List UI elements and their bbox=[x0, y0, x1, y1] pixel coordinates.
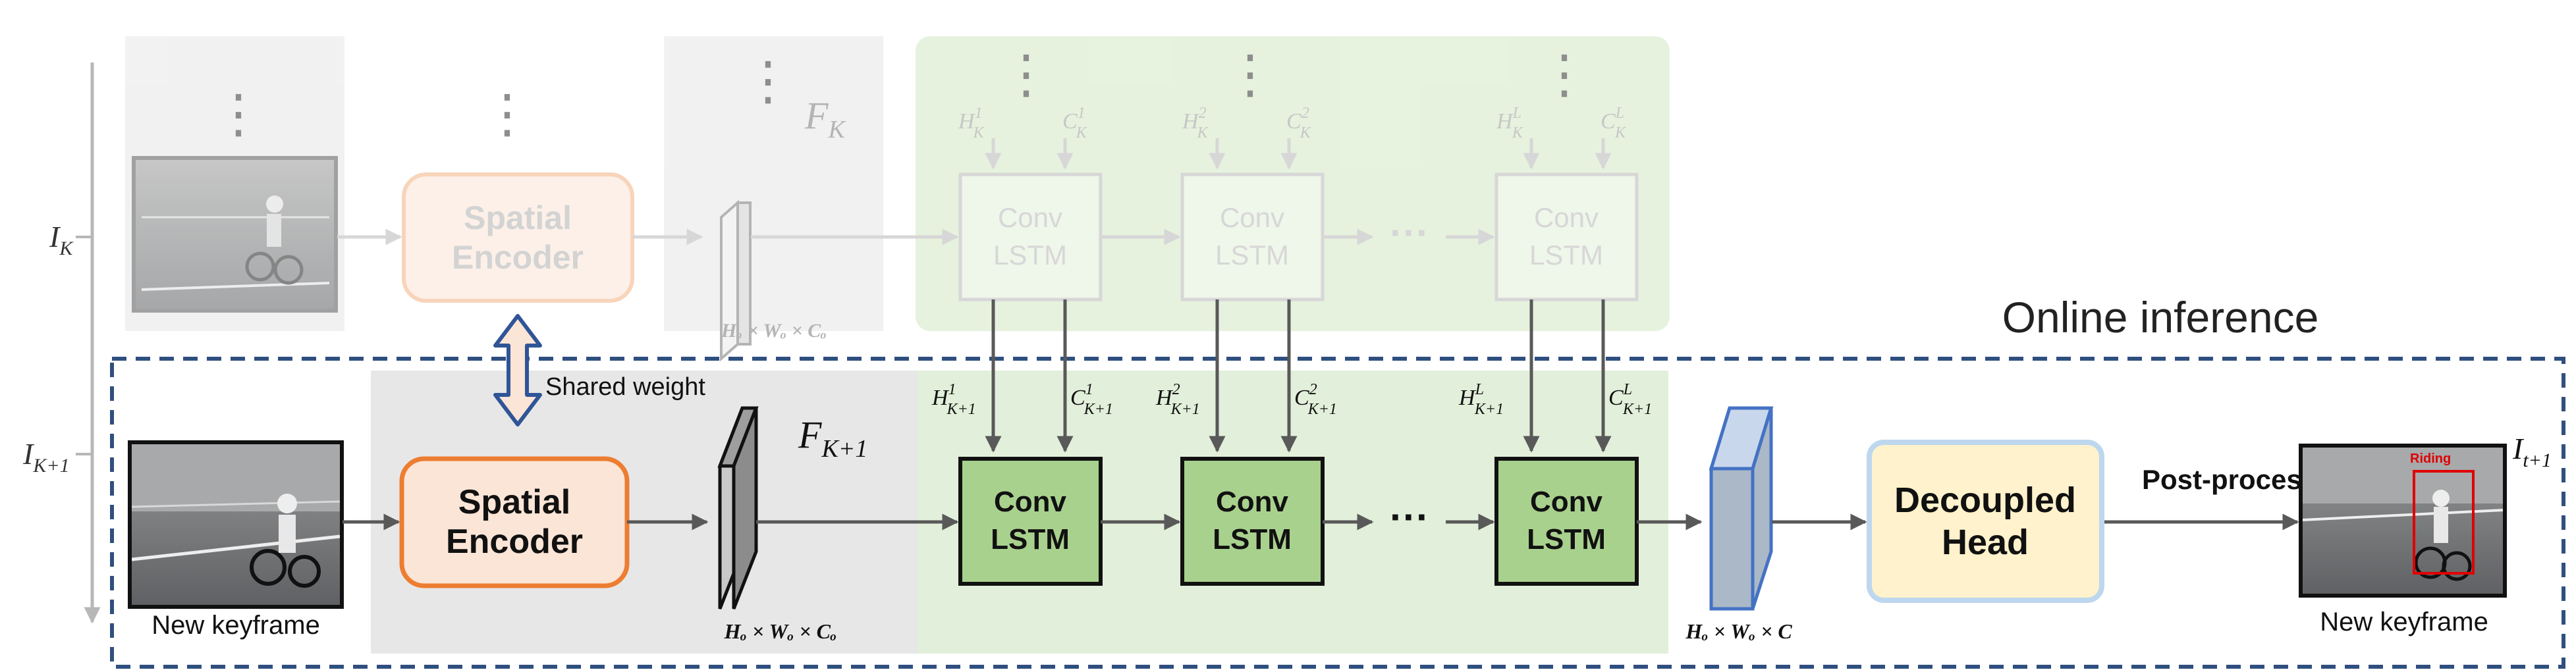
output-feature-map bbox=[1709, 406, 1774, 611]
svg-text:Conv: Conv bbox=[1220, 202, 1284, 233]
prev-ellipsis-1: ⋮ bbox=[212, 84, 265, 143]
svg-text:LSTM: LSTM bbox=[991, 523, 1070, 556]
spatial-encoder-line2: Encoder bbox=[446, 523, 583, 561]
feature-label: FK+1 bbox=[798, 413, 867, 463]
prev-frame-image bbox=[132, 156, 338, 313]
lstm-ellipsis: ··· bbox=[1390, 495, 1429, 539]
svg-text:LSTM: LSTM bbox=[1215, 240, 1289, 271]
shared-weight-arrow bbox=[493, 314, 542, 426]
new-keyframe-left-label: New keyframe bbox=[151, 611, 320, 640]
svg-text:Conv: Conv bbox=[1530, 486, 1603, 518]
prev-lstm-ellipsis: ··· bbox=[1390, 211, 1429, 255]
convlstm-layer-l: Conv LSTM bbox=[1494, 457, 1639, 586]
convlstm-layer-1: Conv LSTM bbox=[958, 457, 1103, 586]
svg-text:LSTM: LSTM bbox=[1527, 523, 1606, 556]
new-keyframe-right-label: New keyframe bbox=[2320, 607, 2488, 636]
post-process-label: Post-process bbox=[2142, 464, 2317, 495]
prev-lstm-1: Conv LSTM bbox=[958, 172, 1103, 301]
convlstm-layer-2: Conv LSTM bbox=[1180, 457, 1325, 586]
prev-ellipsis-6: ⋮ bbox=[1538, 45, 1591, 103]
detection-box bbox=[2413, 470, 2475, 575]
frame-label-prev: IK bbox=[49, 220, 74, 259]
svg-text:Conv: Conv bbox=[1216, 486, 1289, 518]
spatial-encoder-line1: Spatial bbox=[458, 483, 571, 521]
state-propagation-arrows bbox=[985, 299, 1612, 453]
prev-ellipsis-3: ⋮ bbox=[742, 51, 794, 110]
decoupled-head-line1: Decoupled bbox=[1894, 480, 2076, 520]
prev-spatial-encoder-line1: Spatial bbox=[464, 199, 572, 236]
svg-text:LSTM: LSTM bbox=[1213, 523, 1292, 556]
prev-spatial-encoder-box bbox=[402, 172, 634, 303]
prev-lstm-l: Conv LSTM bbox=[1494, 172, 1639, 301]
prev-ellipsis-5: ⋮ bbox=[1224, 45, 1276, 103]
prev-feature-panel bbox=[664, 36, 883, 331]
detection-label: Riding bbox=[2410, 452, 2451, 466]
online-inference-title: Online inference bbox=[2002, 293, 2319, 342]
svg-text:Conv: Conv bbox=[1534, 202, 1599, 233]
prev-ellipsis-2: ⋮ bbox=[481, 84, 534, 143]
feature-dims: Hₒ × Wₒ × Cₒ bbox=[724, 619, 837, 643]
frame-label-current: IK+1 bbox=[22, 437, 70, 477]
svg-text:LSTM: LSTM bbox=[993, 240, 1067, 271]
prev-spatial-encoder-line2: Encoder bbox=[452, 239, 584, 276]
prev-feature-dims: Hₒ × Wₒ × Cₒ bbox=[721, 320, 827, 342]
input-keyframe-image bbox=[128, 440, 344, 609]
frame-label-output: It+1 bbox=[2512, 432, 2552, 471]
prev-feature-label: FK bbox=[804, 94, 846, 143]
output-keyframe-image: Riding bbox=[2299, 444, 2507, 598]
prev-feature-map bbox=[720, 199, 752, 362]
svg-text:Conv: Conv bbox=[994, 486, 1067, 518]
prev-lstm-2: Conv LSTM bbox=[1180, 172, 1325, 301]
online-inference-region bbox=[110, 357, 2565, 669]
decoupled-head-box bbox=[1867, 440, 2104, 603]
feature-map bbox=[717, 406, 759, 609]
prev-ellipsis-4: ⋮ bbox=[1000, 45, 1053, 103]
svg-text:Conv: Conv bbox=[998, 202, 1062, 233]
decoupled-head-line2: Head bbox=[1942, 523, 2029, 562]
output-dims: Hₒ × Wₒ × C bbox=[1685, 619, 1792, 643]
previous-frame-row: ⋮ ⋮ ⋮ ⋮ ⋮ ⋮ Spatial Encoder FK Hₒ × Wₒ ×… bbox=[125, 36, 1670, 362]
time-axis: IK IK+1 bbox=[22, 63, 101, 624]
svg-text:LSTM: LSTM bbox=[1529, 240, 1603, 271]
shared-weight-label: Shared weight bbox=[545, 373, 705, 401]
prev-state-arrows bbox=[985, 138, 1612, 170]
